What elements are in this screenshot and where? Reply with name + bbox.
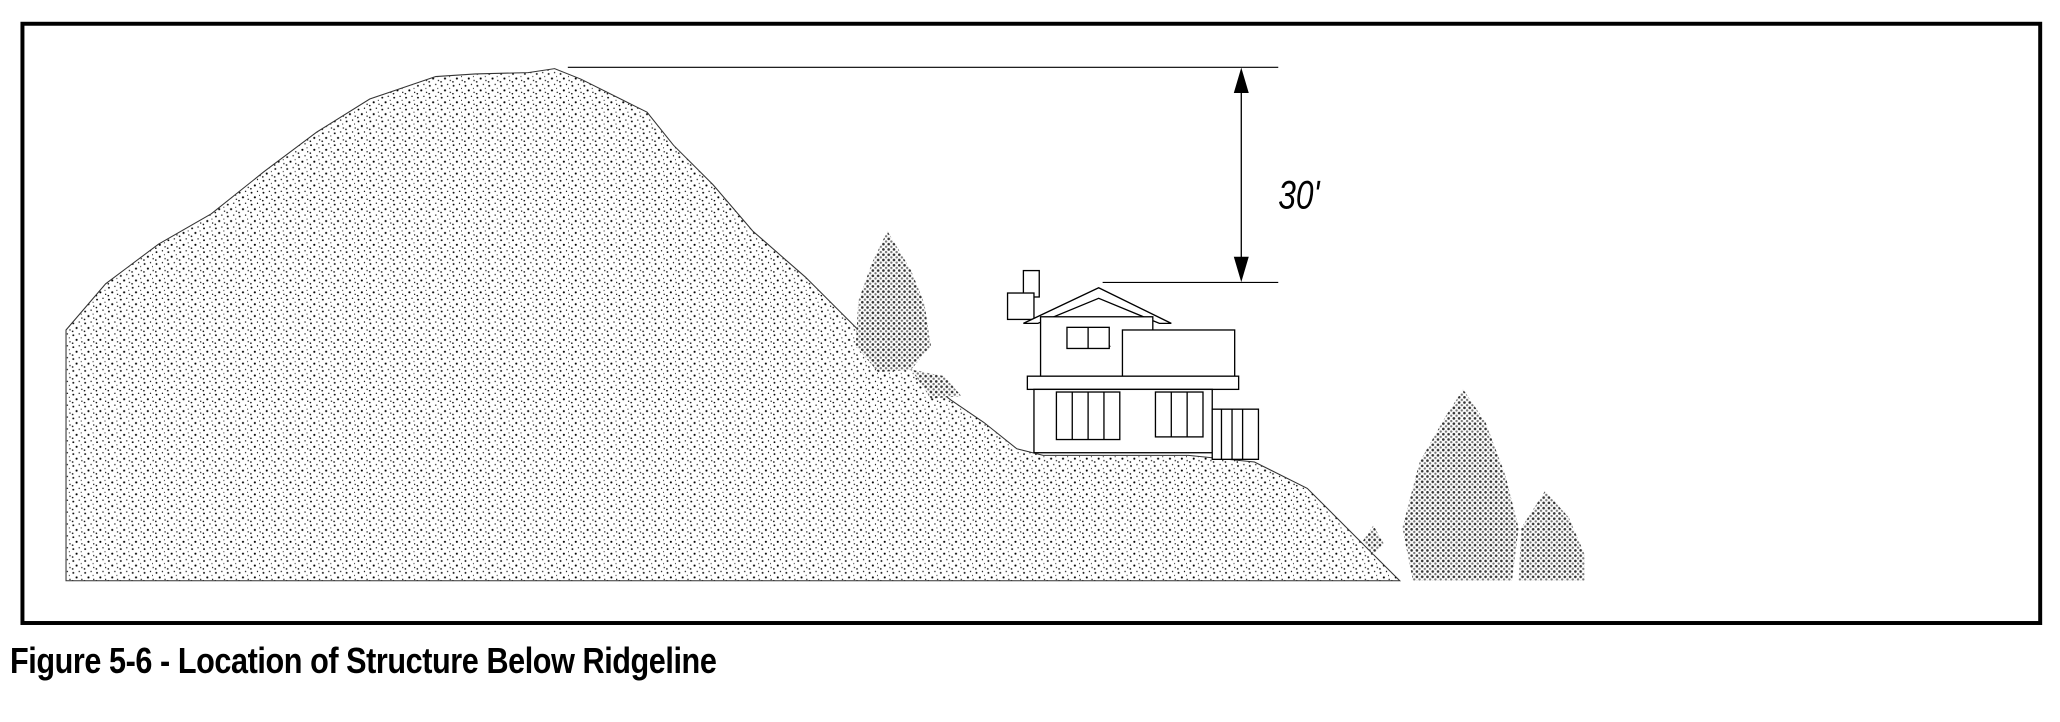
hillside — [65, 68, 1402, 582]
figure-caption: Figure 5-6 - Location of Structure Below… — [10, 640, 717, 681]
arrow-down-icon — [1233, 256, 1249, 283]
height-dimension-label: 30' — [1278, 173, 1320, 217]
house — [1006, 269, 1260, 460]
tree-lower — [1362, 389, 1585, 581]
height-dimension — [567, 66, 1279, 283]
figure-frame — [20, 21, 2043, 625]
tree-upper — [855, 230, 962, 399]
arrow-up-icon — [1233, 67, 1249, 94]
